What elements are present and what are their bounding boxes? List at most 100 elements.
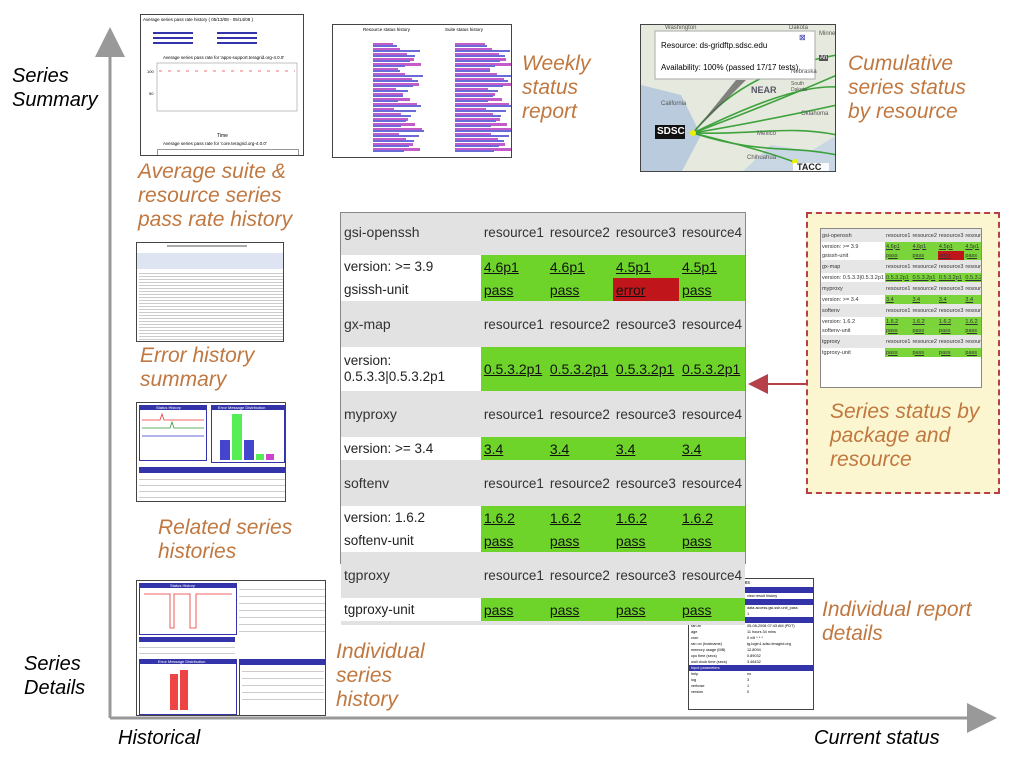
status-cell[interactable]: pass bbox=[678, 529, 745, 552]
mini-status-cell[interactable]: 3.4 bbox=[884, 295, 912, 304]
status-cell[interactable]: pass bbox=[678, 278, 745, 301]
individual-history-thumbnail[interactable]: Status History Error Message Distributio… bbox=[136, 580, 326, 716]
status-cell-value[interactable]: 3.4 bbox=[549, 440, 570, 457]
status-cell[interactable]: 4.6p1 bbox=[546, 255, 613, 278]
mini-status-cell[interactable]: 0.5.3.2p1 bbox=[964, 273, 981, 282]
status-cell[interactable]: 0.5.3.2p1 bbox=[678, 347, 745, 391]
status-cell-value[interactable]: 0.5.3.2p1 bbox=[483, 361, 543, 377]
status-cell[interactable]: 0.5.3.2p1 bbox=[612, 347, 679, 391]
caption-individual-report: Individual report details bbox=[822, 598, 972, 645]
status-cell[interactable]: pass bbox=[546, 598, 613, 621]
status-cell-value[interactable]: pass bbox=[483, 532, 514, 549]
status-cell-value[interactable]: 0.5.3.2p1 bbox=[615, 361, 675, 377]
status-cell[interactable]: 3.4 bbox=[480, 437, 547, 460]
cumulative-map-thumbnail[interactable]: Resource: ds-gridftp.sdsc.edu Availabili… bbox=[640, 24, 836, 172]
status-cell[interactable]: pass bbox=[480, 529, 547, 552]
status-cell-value[interactable]: 0.5.3.2p1 bbox=[549, 361, 609, 377]
status-cell-value[interactable]: 1.6.2 bbox=[681, 509, 714, 526]
mini-status-cell[interactable]: 4.5p1 bbox=[964, 242, 981, 251]
status-cell[interactable]: 3.4 bbox=[546, 437, 613, 460]
status-cell-value[interactable]: pass bbox=[549, 281, 580, 298]
status-cell[interactable]: pass bbox=[480, 278, 547, 301]
mini-status-cell[interactable]: 3.4 bbox=[911, 295, 938, 304]
mini-status-cell[interactable]: pass bbox=[911, 326, 938, 335]
error-history-thumbnail[interactable] bbox=[136, 242, 284, 342]
status-cell[interactable]: pass bbox=[612, 529, 679, 552]
status-cell-value[interactable]: 4.6p1 bbox=[549, 258, 585, 275]
status-cell-value[interactable]: pass bbox=[681, 281, 712, 298]
mini-status-cell[interactable]: pass bbox=[884, 251, 912, 260]
mini-status-cell[interactable]: pass bbox=[964, 348, 981, 357]
status-cell-value[interactable]: 3.4 bbox=[615, 440, 636, 457]
mini-status-cell[interactable]: 4.6p1 bbox=[911, 242, 938, 251]
mini-status-cell[interactable]: pass bbox=[884, 326, 912, 335]
weekly-report-thumbnail[interactable]: Resource status history Suite status his… bbox=[332, 24, 512, 158]
status-cell[interactable]: 4.6p1 bbox=[480, 255, 547, 278]
mini-status-cell[interactable]: pass bbox=[964, 326, 981, 335]
status-cell-value[interactable]: pass bbox=[549, 532, 580, 549]
status-cell-value[interactable]: pass bbox=[681, 532, 712, 549]
status-cell-value[interactable]: pass bbox=[549, 601, 580, 618]
status-cell[interactable]: 1.6.2 bbox=[678, 506, 745, 529]
status-cell[interactable]: 4.5p1 bbox=[612, 255, 679, 278]
status-cell-value[interactable]: 4.6p1 bbox=[483, 258, 519, 275]
status-cell-value[interactable]: pass bbox=[483, 601, 514, 618]
status-cell-value[interactable]: 0.5.3.2p1 bbox=[681, 361, 741, 377]
mini-status-cell[interactable]: 0.5.3.2p1 bbox=[884, 273, 912, 282]
status-cell-value[interactable]: pass bbox=[615, 532, 646, 549]
mini-status-cell[interactable]: 3.4 bbox=[937, 295, 965, 304]
status-cell[interactable]: 1.6.2 bbox=[480, 506, 547, 529]
map-popup-close-icon[interactable]: ⊠ bbox=[799, 33, 806, 42]
report-row-key: Input parameters bbox=[691, 666, 720, 670]
mini-status-cell[interactable]: pass bbox=[937, 348, 965, 357]
status-cell-value[interactable]: 4.5p1 bbox=[615, 258, 651, 275]
weekly-bar bbox=[373, 55, 415, 57]
mini-status-cell[interactable]: pass bbox=[964, 251, 981, 260]
mini-status-cell[interactable]: 0.5.3.2p1 bbox=[911, 273, 938, 282]
status-cell-value[interactable]: pass bbox=[615, 601, 646, 618]
report-row: cpu time (secs)0.89032 bbox=[689, 653, 813, 659]
status-cell[interactable]: pass bbox=[546, 529, 613, 552]
status-cell[interactable]: 1.6.2 bbox=[546, 506, 613, 529]
status-cell[interactable]: 3.4 bbox=[612, 437, 679, 460]
mini-status-cell[interactable]: 1.6.2 bbox=[884, 317, 912, 326]
status-cell-value[interactable]: 1.6.2 bbox=[483, 509, 515, 526]
status-cell[interactable]: error bbox=[612, 278, 679, 301]
status-cell[interactable]: 0.5.3.2p1 bbox=[480, 347, 547, 391]
mini-status-cell[interactable]: 1.6.2 bbox=[911, 317, 938, 326]
mini-status-cell[interactable]: pass bbox=[937, 326, 965, 335]
status-cell-value[interactable]: 3.4 bbox=[681, 440, 702, 457]
status-cell-value[interactable]: error bbox=[615, 281, 646, 298]
status-cell-value[interactable]: pass bbox=[483, 281, 514, 298]
indiv-summary-table bbox=[139, 637, 235, 655]
status-cell[interactable]: pass bbox=[546, 278, 613, 301]
status-cell[interactable]: pass bbox=[480, 598, 547, 621]
status-cell[interactable]: 3.4 bbox=[678, 437, 745, 460]
status-cell[interactable]: pass bbox=[612, 598, 679, 621]
resource-header: resource1 bbox=[480, 464, 547, 502]
caption-status-by-package: Series status by package and resource bbox=[830, 400, 980, 471]
status-cell[interactable]: pass bbox=[678, 598, 745, 621]
mini-status-cell[interactable]: 4.6p1 bbox=[884, 242, 912, 251]
status-cell[interactable]: 1.6.2 bbox=[612, 506, 679, 529]
mini-status-cell[interactable]: 4.5p1 bbox=[937, 242, 965, 251]
mini-status-cell[interactable]: error bbox=[937, 251, 965, 260]
mini-status-cell[interactable]: pass bbox=[884, 348, 912, 357]
related-series-thumbnail[interactable]: Status History Error Message Distributio… bbox=[136, 402, 286, 502]
mini-status-cell[interactable]: 3.4 bbox=[964, 295, 981, 304]
mini-status-cell[interactable]: 0.5.3.2p1 bbox=[937, 273, 965, 282]
mini-status-cell[interactable]: pass bbox=[911, 251, 938, 260]
mini-status-cell[interactable]: 1.6.2 bbox=[937, 317, 965, 326]
status-cell-value[interactable]: 1.6.2 bbox=[549, 509, 581, 526]
status-cell[interactable]: 4.5p1 bbox=[678, 255, 745, 278]
mini-status-cell[interactable]: 1.6.2 bbox=[964, 317, 981, 326]
status-cell-value[interactable]: pass bbox=[681, 601, 712, 618]
status-cell-value[interactable]: 4.5p1 bbox=[681, 258, 717, 275]
status-cell-value[interactable]: 3.4 bbox=[483, 440, 504, 457]
mini-status-cell[interactable]: pass bbox=[911, 348, 938, 357]
status-cell[interactable]: 0.5.3.2p1 bbox=[546, 347, 613, 391]
avg-history-thumbnail[interactable]: Average series pass rate history ( 05/13… bbox=[140, 14, 304, 156]
weekly-bar bbox=[455, 115, 501, 117]
status-cell-value[interactable]: 1.6.2 bbox=[615, 509, 648, 526]
